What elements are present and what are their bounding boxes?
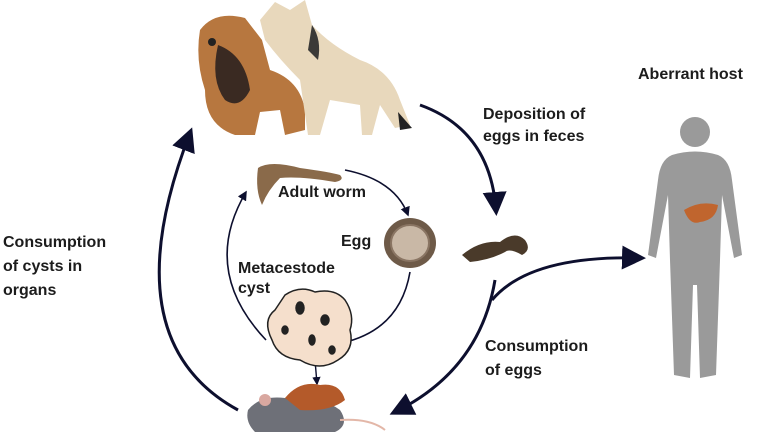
label-line: cyst <box>238 280 271 297</box>
label-consumption-of-eggs: Consumption of eggs <box>485 335 588 383</box>
label-line: of eggs <box>485 362 542 379</box>
label-line: Metacestode <box>238 260 335 277</box>
coyote-illustration <box>260 0 412 135</box>
metacestode-cyst-illustration <box>266 288 353 367</box>
feces-illustration <box>462 235 528 262</box>
label-metacestode-cyst: Metacestode cyst <box>238 259 335 299</box>
label-egg: Egg <box>341 233 372 250</box>
label-consumption-of-cysts: Consumption of cysts in organs <box>3 231 106 303</box>
label-aberrant-host: Aberrant host <box>638 66 743 83</box>
label-deposition-of-eggs: Deposition of eggs in feces <box>483 104 585 148</box>
rodent-illustration <box>247 383 386 432</box>
arrow-to-aberrant-host <box>490 245 646 301</box>
label-line: organs <box>3 282 57 299</box>
liver-icon <box>684 203 718 223</box>
dog-illustration <box>198 15 305 135</box>
adult-worm-illustration <box>257 164 342 205</box>
label-adult-worm: Adult worm <box>278 184 366 201</box>
label-line: Consumption <box>485 338 589 355</box>
arrow-rodent-to-hosts <box>157 127 239 412</box>
arrow-egg-to-cyst <box>340 271 411 346</box>
egg-illustration <box>384 218 436 268</box>
arrow-hosts-to-feces <box>419 103 507 216</box>
label-line: of cysts in <box>3 258 83 275</box>
arrow-cyst-to-worm <box>226 190 267 341</box>
label-line: eggs in feces <box>483 128 585 145</box>
arrow-worm-to-egg <box>344 169 410 217</box>
label-line: Consumption <box>3 234 107 251</box>
arrow-feces-to-rodent <box>389 279 497 415</box>
aberrant-host-human-silhouette <box>648 117 742 378</box>
label-line: Deposition of <box>483 106 586 123</box>
